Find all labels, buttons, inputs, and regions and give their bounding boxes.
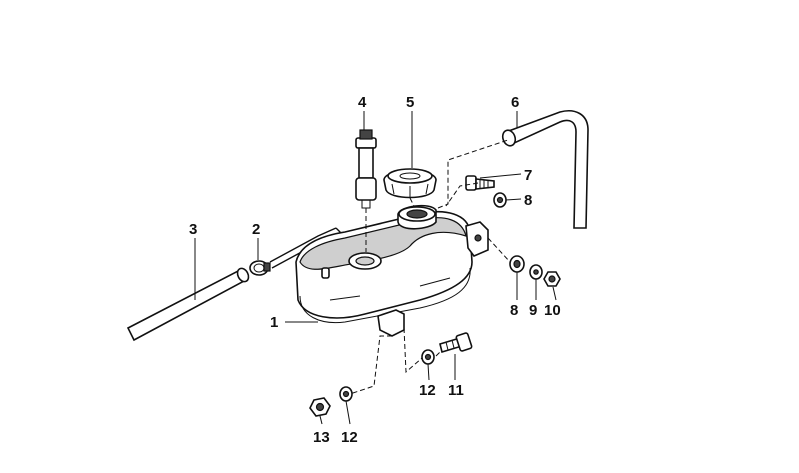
hose-clamp-part-2 bbox=[249, 260, 271, 276]
callout-12-right: 12 bbox=[419, 382, 436, 399]
bush-part-8-lower bbox=[509, 255, 525, 273]
callout-8-lower: 8 bbox=[510, 302, 518, 319]
washer-part-12-right bbox=[421, 349, 435, 365]
callout-2: 2 bbox=[252, 221, 260, 238]
radiator-cap-part-5 bbox=[383, 168, 437, 199]
callout-4: 4 bbox=[358, 94, 367, 111]
nut-part-10 bbox=[543, 271, 561, 287]
callout-9: 9 bbox=[529, 302, 537, 319]
washer-part-12-left bbox=[339, 386, 353, 402]
callout-10: 10 bbox=[544, 302, 561, 319]
bolt-part-11 bbox=[439, 332, 473, 354]
callout-12-left: 12 bbox=[341, 429, 358, 446]
hose-part-3 bbox=[126, 267, 250, 342]
callout-7: 7 bbox=[524, 167, 532, 184]
leader-lines bbox=[194, 111, 557, 425]
bolt-part-7 bbox=[465, 175, 495, 191]
callout-6: 6 bbox=[511, 94, 519, 111]
callout-13: 13 bbox=[313, 429, 330, 446]
callout-1: 1 bbox=[270, 314, 278, 331]
callout-3: 3 bbox=[189, 221, 197, 238]
upper-hose-part-6 bbox=[501, 110, 589, 229]
washer-part-9 bbox=[529, 264, 543, 280]
expansion-tank-part-1 bbox=[295, 204, 489, 337]
level-sensor-part-4 bbox=[355, 129, 377, 209]
assembly-dashed-lines bbox=[349, 139, 511, 395]
callout-11: 11 bbox=[448, 382, 464, 399]
callout-5: 5 bbox=[406, 94, 414, 111]
washer-part-8-upper bbox=[493, 192, 507, 208]
nut-part-13 bbox=[309, 397, 331, 417]
callout-8-upper: 8 bbox=[524, 192, 532, 209]
